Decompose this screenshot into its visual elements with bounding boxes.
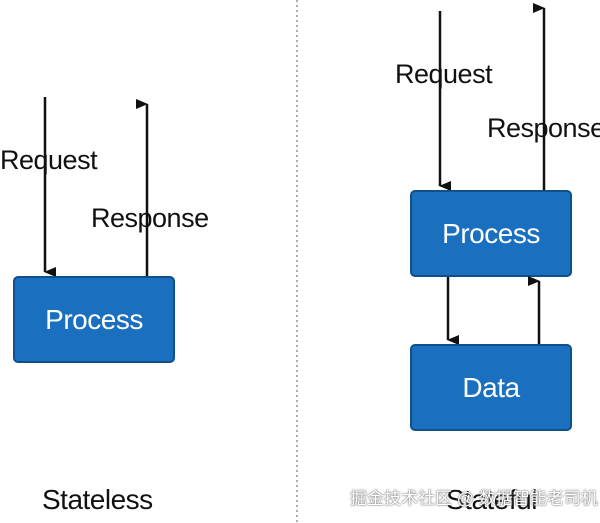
stateful-data-box bbox=[410, 344, 572, 431]
stateful-response-label: Response bbox=[487, 113, 600, 143]
stateless-process-label: Process bbox=[45, 304, 143, 335]
watermark-text: 掘金技术社区 @ 数据智能老司机 bbox=[350, 489, 598, 508]
stateless-process-box bbox=[13, 276, 175, 363]
stateless-caption: Stateless bbox=[42, 484, 153, 515]
stateless-response-label: Response bbox=[91, 203, 209, 233]
stateless-request-label: Request bbox=[0, 145, 98, 175]
stateful-request-label: Request bbox=[395, 59, 493, 89]
stateful-caption: Stateful bbox=[446, 484, 537, 515]
stateful-data-label: Data bbox=[462, 372, 520, 403]
stateful-process-box bbox=[410, 190, 572, 277]
stateful-process-label: Process bbox=[442, 218, 540, 249]
